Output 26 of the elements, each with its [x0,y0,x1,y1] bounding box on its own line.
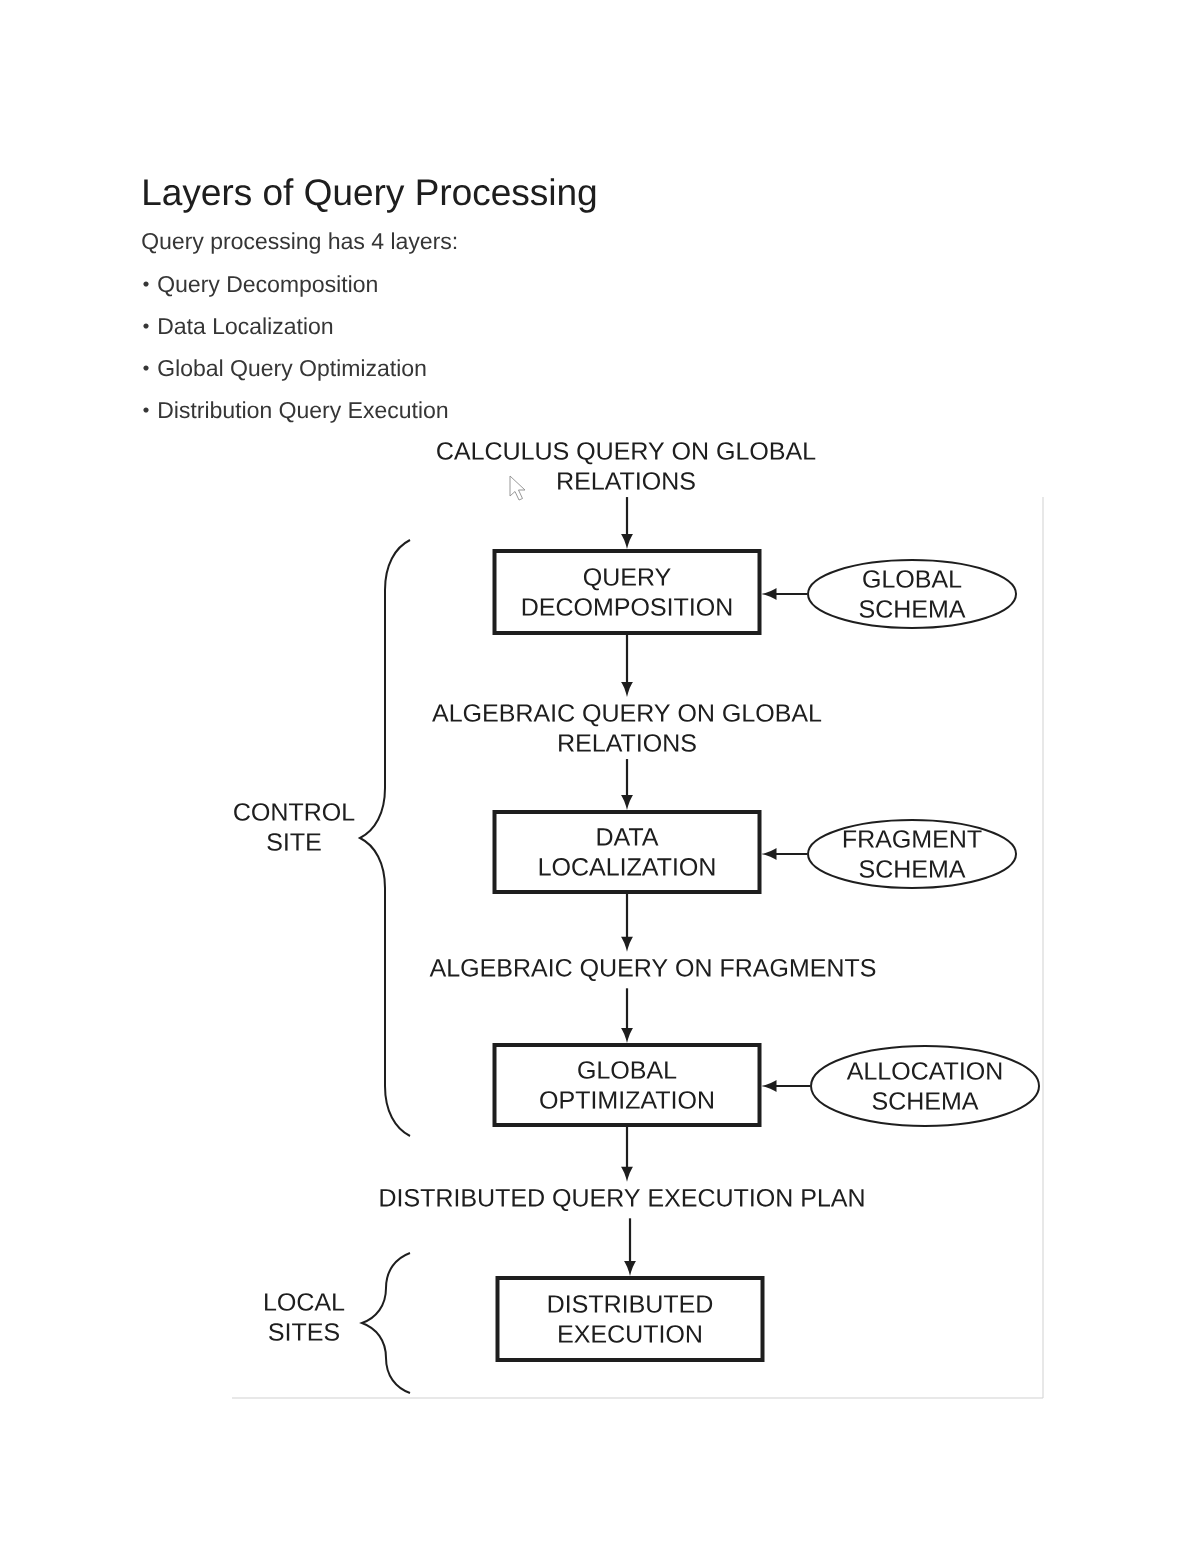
process-box: GLOBAL OPTIMIZATION [492,1043,762,1127]
intro-text: Query processing has 4 layers: [142,232,457,254]
process-box: DATA LOCALIZATION [492,810,762,894]
page-title: Layers of Query Processing [144,178,596,213]
arrow [621,1127,633,1179]
arrow [624,1218,636,1273]
process-box: QUERY DECOMPOSITION [492,549,762,635]
arrow [621,635,633,694]
process-box: DISTRIBUTED EXECUTION [495,1276,765,1362]
brace-label: CONTROL SITE [234,803,355,851]
arrow [621,759,633,807]
arrow [621,497,633,546]
bullet-item: Distribution Query Execution [159,401,448,423]
bullet-item: Query Decomposition [158,275,377,297]
bullet-item: Global Query Optimization [158,359,426,381]
flow-label: DISTRIBUTED QUERY EXECUTION PLAN [380,1188,864,1212]
arrow [764,1080,810,1092]
brace-label: LOCAL SITES [265,1293,345,1341]
flow-label: ALGEBRAIC QUERY ON GLOBAL RELATIONS [432,704,822,752]
bullet-item: Data Localization [159,317,333,335]
flow-label: ALGEBRAIC QUERY ON FRAGMENTS [429,958,876,982]
arrow [621,894,633,949]
arrow [764,588,807,600]
arrow [764,848,807,860]
flow-label: CALCULUS QUERY ON GLOBAL RELATIONS [437,442,816,490]
arrow [621,988,633,1040]
